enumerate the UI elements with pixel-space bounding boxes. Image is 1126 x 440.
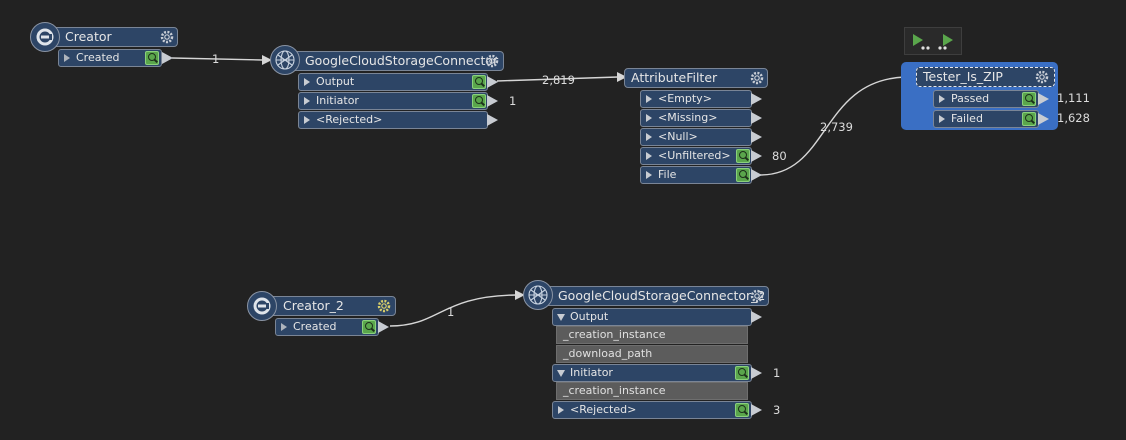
port-unfiltered[interactable]: <Unfiltered> (640, 147, 752, 165)
attribute-row: _download_path (556, 345, 748, 363)
tester-header[interactable]: Tester_Is_ZIP (916, 67, 1055, 87)
feature-count: 1 (773, 366, 781, 380)
output-arrow-icon[interactable] (751, 367, 762, 379)
port-missing[interactable]: <Missing> (640, 109, 752, 127)
inspect-icon[interactable] (736, 149, 750, 163)
gcs1-title: GoogleCloudStorageConnector (305, 53, 499, 68)
port-empty[interactable]: <Empty> (640, 90, 752, 108)
feature-count: 2,739 (820, 120, 853, 134)
feature-count: 2,819 (542, 73, 575, 87)
wire-gcs1-filter (496, 76, 619, 82)
output-arrow-icon[interactable] (751, 311, 762, 323)
port-output[interactable]: Output (298, 73, 488, 91)
port-initiator[interactable]: Initiator (552, 364, 752, 382)
creator2-title: Creator_2 (283, 298, 344, 313)
output-arrow-icon[interactable] (1038, 93, 1049, 105)
port-null[interactable]: <Null> (640, 128, 752, 146)
port-label: Output (570, 310, 609, 323)
port-label: <Null> (658, 130, 698, 143)
run-toolbar (904, 27, 962, 55)
cloud-connector-icon (523, 280, 553, 310)
gcs2-header[interactable]: GoogleCloudStorageConnector_2 (541, 286, 769, 306)
filter-header[interactable]: AttributeFilter (624, 68, 768, 88)
port-label: <Rejected> (316, 113, 383, 126)
gear-icon[interactable] (749, 288, 765, 304)
port-rejected[interactable]: <Rejected> (552, 401, 752, 419)
wire-creator2-gcs2 (389, 294, 517, 327)
feature-count: 1 (447, 305, 455, 319)
gcs1-header[interactable]: GoogleCloudStorageConnector (288, 51, 504, 71)
port-label: <Empty> (658, 92, 712, 105)
port-label: Passed (951, 92, 990, 105)
gear-icon[interactable] (484, 53, 500, 69)
gcs2-title: GoogleCloudStorageConnector_2 (558, 288, 766, 303)
output-arrow-icon[interactable] (751, 131, 762, 143)
gear-icon[interactable] (749, 70, 765, 86)
creator-header[interactable]: Creator (44, 27, 178, 47)
run-to-here-icon[interactable] (937, 33, 957, 51)
port-label: Created (293, 320, 337, 333)
attribute-row: _creation_instance (556, 382, 748, 400)
feature-count: 80 (772, 149, 787, 163)
port-failed[interactable]: Failed (933, 110, 1039, 128)
port-initiator[interactable]: Initiator (298, 92, 488, 110)
inspect-icon[interactable] (472, 75, 486, 89)
attribute-row: _creation_instance (556, 326, 748, 344)
feature-count: 1 (212, 52, 220, 66)
output-arrow-icon[interactable] (751, 112, 762, 124)
output-arrow-icon[interactable] (751, 169, 762, 181)
output-arrow-icon[interactable] (751, 150, 762, 162)
port-created[interactable]: Created (275, 318, 379, 336)
inspect-icon[interactable] (735, 403, 749, 417)
output-arrow-icon[interactable] (487, 95, 498, 107)
gear-icon[interactable] (1034, 69, 1050, 85)
inspect-icon[interactable] (472, 94, 486, 108)
port-rejected[interactable]: <Rejected> (298, 111, 488, 129)
creator-title: Creator (65, 29, 112, 44)
wire-filter-tester (759, 76, 906, 176)
output-arrow-icon[interactable] (487, 114, 498, 126)
inspect-icon[interactable] (736, 168, 750, 182)
port-created[interactable]: Created (58, 49, 162, 67)
inspect-icon[interactable] (1022, 92, 1036, 106)
output-arrow-icon[interactable] (162, 52, 173, 64)
inspect-icon[interactable] (1022, 112, 1036, 126)
port-passed[interactable]: Passed (933, 90, 1039, 108)
port-label: Initiator (570, 366, 613, 379)
creator-icon (30, 22, 60, 52)
feature-count: 1,111 (1057, 91, 1090, 105)
output-arrow-icon[interactable] (751, 93, 762, 105)
output-arrow-icon[interactable] (751, 404, 762, 416)
filter-title: AttributeFilter (631, 70, 718, 85)
run-from-here-icon[interactable] (911, 33, 931, 51)
inspect-icon[interactable] (362, 320, 376, 334)
port-label: <Rejected> (570, 403, 637, 416)
port-label: File (658, 168, 677, 181)
port-label: <Missing> (658, 111, 718, 124)
feature-count: 1 (509, 94, 517, 108)
cloud-connector-icon (270, 45, 300, 75)
port-output[interactable]: Output (552, 308, 752, 326)
inspect-icon[interactable] (145, 51, 159, 65)
port-label: Created (76, 51, 120, 64)
port-label: <Unfiltered> (658, 149, 731, 162)
port-file[interactable]: File (640, 166, 752, 184)
gear-icon[interactable] (376, 298, 392, 314)
wire-creator-gcs1 (171, 57, 263, 61)
output-arrow-icon[interactable] (378, 321, 389, 333)
output-arrow-icon[interactable] (1038, 113, 1049, 125)
inspect-icon[interactable] (735, 366, 749, 380)
port-label: Output (316, 75, 355, 88)
creator-icon (247, 291, 277, 321)
creator2-header[interactable]: Creator_2 (262, 296, 396, 316)
gear-icon[interactable] (159, 29, 175, 45)
port-label: Failed (951, 112, 983, 125)
tester-title: Tester_Is_ZIP (923, 69, 1003, 84)
feature-count: 3 (773, 403, 781, 417)
port-label: Initiator (316, 94, 359, 107)
feature-count: 1,628 (1057, 111, 1090, 125)
output-arrow-icon[interactable] (487, 76, 498, 88)
